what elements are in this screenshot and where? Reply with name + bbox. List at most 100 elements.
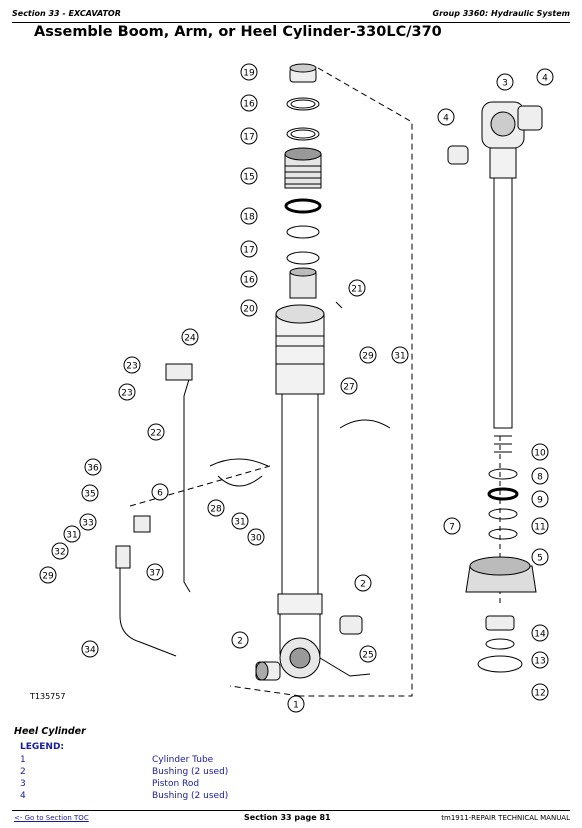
callout-number: 4 — [542, 74, 548, 84]
callout-29: 29 — [39, 566, 57, 584]
callout-number: 35 — [84, 490, 95, 500]
callout-number: 5 — [537, 554, 543, 564]
callout-25: 25 — [359, 645, 377, 663]
callout-number: 2 — [360, 580, 366, 590]
callout-31: 31 — [231, 512, 249, 530]
callout-number: 24 — [184, 334, 196, 344]
callout-32: 32 — [51, 542, 69, 560]
callout-22: 22 — [147, 423, 165, 441]
callout-2: 2 — [354, 574, 372, 592]
page-number: Section 33 page 81 — [244, 813, 331, 822]
legend-desc: Bushing (2 used) — [152, 791, 229, 801]
callout-number: 14 — [534, 630, 546, 640]
legend-title: LEGEND: — [20, 742, 65, 752]
callout-number: 10 — [534, 449, 546, 459]
callout-14: 14 — [531, 624, 549, 642]
callout-31: 31 — [391, 346, 409, 364]
callout-23: 23 — [118, 383, 136, 401]
callout-number: 8 — [537, 473, 543, 483]
callout-27: 27 — [340, 377, 358, 395]
legend-num: 4 — [20, 791, 26, 801]
callout-35: 35 — [81, 484, 99, 502]
callout-number: 23 — [126, 362, 137, 372]
callout-number: 16 — [243, 100, 255, 110]
callout-18: 18 — [240, 207, 258, 225]
callout-17: 17 — [240, 127, 258, 145]
callout-37: 37 — [146, 563, 164, 581]
callout-9: 9 — [531, 490, 549, 508]
callout-1: 1 — [287, 695, 305, 713]
callout-number: 15 — [243, 173, 254, 183]
callout-13: 13 — [531, 651, 549, 669]
callout-number: 23 — [121, 389, 132, 399]
callout-number: 4 — [443, 114, 449, 124]
callout-number: 2 — [237, 637, 243, 647]
callout-24: 24 — [181, 328, 199, 346]
legend-desc: Piston Rod — [152, 779, 200, 789]
callout-36: 36 — [84, 458, 102, 476]
callout-29: 29 — [359, 346, 377, 364]
callout-5: 5 — [531, 548, 549, 566]
callout-23: 23 — [123, 356, 141, 374]
callout-number: 1 — [293, 701, 299, 711]
callout-number: 31 — [66, 531, 77, 541]
group-label: Group 3360: Hydraulic System — [432, 9, 570, 18]
callout-number: 17 — [243, 133, 254, 143]
callout-number: 37 — [149, 569, 160, 579]
callout-33: 33 — [79, 513, 97, 531]
callout-10: 10 — [531, 443, 549, 461]
callout-16: 16 — [240, 94, 258, 112]
callout-3: 3 — [496, 73, 514, 91]
callout-number: 22 — [150, 429, 161, 439]
callout-number: 31 — [394, 352, 405, 362]
callout-30: 30 — [247, 528, 265, 546]
callout-number: 29 — [42, 572, 54, 582]
callout-number: 11 — [534, 523, 545, 533]
callout-19: 19 — [240, 63, 258, 81]
callout-number: 16 — [243, 276, 255, 286]
legend-row: 2 Bushing (2 used) — [20, 767, 320, 779]
legend-num: 1 — [20, 755, 26, 765]
callout-number: 25 — [362, 651, 373, 661]
callout-number: 29 — [362, 352, 374, 362]
page-header: Section 33 - EXCAVATOR Group 3360: Hydra… — [12, 8, 570, 23]
callout-number: 12 — [534, 689, 545, 699]
figure-id: T135757 — [30, 692, 66, 701]
callout-2: 2 — [231, 631, 249, 649]
callout-number: 6 — [157, 489, 163, 499]
legend-num: 2 — [20, 767, 26, 777]
callout-number: 28 — [210, 505, 222, 515]
legend-desc: Cylinder Tube — [152, 755, 214, 765]
legend-row: 1 Cylinder Tube — [20, 755, 320, 767]
callout-number: 30 — [250, 534, 262, 544]
callout-number: 19 — [243, 69, 255, 79]
callout-17: 17 — [240, 240, 258, 258]
callout-number: 34 — [84, 646, 96, 656]
callout-number: 13 — [534, 657, 545, 667]
manual-name: tm1911-REPAIR TECHNICAL MANUAL — [441, 814, 570, 822]
callout-number: 18 — [243, 213, 255, 223]
callout-number: 36 — [87, 464, 99, 474]
callout-12: 12 — [531, 683, 549, 701]
callout-number: 27 — [343, 383, 354, 393]
page-title: Assemble Boom, Arm, or Heel Cylinder-330… — [34, 24, 442, 40]
legend-desc: Bushing (2 used) — [152, 767, 229, 777]
callout-number: 31 — [234, 518, 245, 528]
callout-number: 21 — [351, 285, 362, 295]
callout-28: 28 — [207, 499, 225, 517]
callout-number: 20 — [243, 305, 255, 315]
legend-num: 3 — [20, 779, 26, 789]
legend-row: 4 Bushing (2 used) — [20, 791, 320, 803]
callout-31: 31 — [63, 525, 81, 543]
callout-20: 20 — [240, 299, 258, 317]
callout-number: 7 — [449, 523, 455, 533]
section-name: Heel Cylinder — [14, 726, 86, 737]
callout-21: 21 — [348, 279, 366, 297]
callout-11: 11 — [531, 517, 549, 535]
section-toc-link[interactable]: <- Go to Section TOC — [14, 814, 89, 822]
callout-7: 7 — [443, 517, 461, 535]
callout-15: 15 — [240, 167, 258, 185]
callout-number: 9 — [537, 496, 543, 506]
callout-8: 8 — [531, 467, 549, 485]
